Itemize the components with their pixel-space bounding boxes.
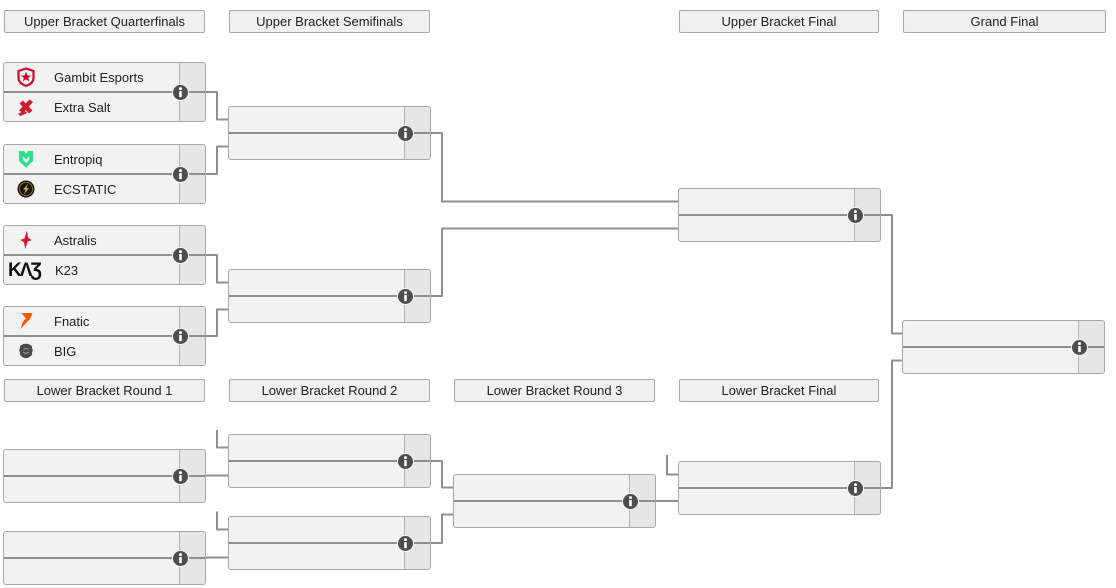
header-grand-final: Grand Final bbox=[903, 10, 1106, 33]
header-lower-bracket-final: Lower Bracket Final bbox=[679, 379, 879, 402]
match-ub-final bbox=[678, 188, 881, 242]
match-lb-r3 bbox=[453, 474, 656, 528]
fnatic-logo-icon bbox=[4, 307, 48, 335]
match-divider bbox=[229, 132, 430, 134]
team-slot-ecstatic: ECSTATIC bbox=[4, 175, 205, 203]
header-lower-bracket-round-3: Lower Bracket Round 3 bbox=[454, 379, 655, 402]
match-info-icon[interactable] bbox=[172, 468, 189, 485]
match-info-icon[interactable] bbox=[622, 493, 639, 510]
match-info-icon[interactable] bbox=[172, 84, 189, 101]
match-ub-sf1 bbox=[228, 106, 431, 160]
match-divider bbox=[903, 346, 1104, 348]
match-divider bbox=[4, 475, 205, 477]
match-info-icon[interactable] bbox=[172, 550, 189, 567]
team-slot-k23: KɅƷ K23 bbox=[4, 256, 205, 284]
match-divider bbox=[229, 295, 430, 297]
match-lb-r1-m1 bbox=[3, 449, 206, 503]
team-name: BIG bbox=[54, 343, 77, 359]
extra-salt-logo-icon bbox=[4, 93, 48, 121]
match-lb-r2-m1 bbox=[228, 434, 431, 488]
match-info-icon[interactable] bbox=[397, 288, 414, 305]
match-info-icon[interactable] bbox=[172, 166, 189, 183]
match-divider bbox=[229, 460, 430, 462]
match-info-icon[interactable] bbox=[397, 453, 414, 470]
team-name: Fnatic bbox=[54, 313, 90, 329]
match-divider bbox=[679, 487, 880, 489]
match-ub-sf2 bbox=[228, 269, 431, 323]
team-slot-fnatic: Fnatic bbox=[4, 307, 205, 335]
match-lb-r2-m2 bbox=[228, 516, 431, 570]
match-lb-r1-m2 bbox=[3, 531, 206, 585]
match-ub-qf1: Gambit Esports Extra Salt bbox=[3, 62, 206, 122]
entropiq-logo-icon bbox=[4, 145, 48, 173]
match-ub-qf2: Entropiq ECSTATIC bbox=[3, 144, 206, 204]
team-name: Entropiq bbox=[54, 151, 103, 167]
match-info-icon[interactable] bbox=[172, 328, 189, 345]
gambit-esports-logo-icon bbox=[4, 63, 48, 91]
match-ub-qf3: Astralis KɅƷ K23 bbox=[3, 225, 206, 285]
match-info-icon[interactable] bbox=[397, 535, 414, 552]
match-divider bbox=[4, 91, 205, 93]
match-info-icon[interactable] bbox=[847, 207, 864, 224]
team-slot-gambit-esports: Gambit Esports bbox=[4, 63, 205, 91]
match-info-icon[interactable] bbox=[172, 247, 189, 264]
match-info-icon[interactable] bbox=[397, 125, 414, 142]
score-cell bbox=[179, 256, 205, 284]
match-divider bbox=[4, 254, 205, 256]
match-divider bbox=[454, 500, 655, 502]
match-info-icon[interactable] bbox=[1071, 339, 1088, 356]
match-info-icon[interactable] bbox=[847, 480, 864, 497]
match-lb-final bbox=[678, 461, 881, 515]
match-divider bbox=[4, 557, 205, 559]
team-name: Astralis bbox=[54, 232, 97, 248]
match-divider bbox=[679, 214, 880, 216]
team-name: Extra Salt bbox=[54, 99, 111, 115]
k23-logo-icon: KɅƷ bbox=[8, 259, 42, 281]
header-upper-bracket-semifinals: Upper Bracket Semifinals bbox=[229, 10, 430, 33]
team-slot-extra-salt: Extra Salt bbox=[4, 93, 205, 121]
match-divider bbox=[4, 173, 205, 175]
match-ub-qf4: Fnatic BIG bbox=[3, 306, 206, 366]
team-name: ECSTATIC bbox=[54, 181, 117, 197]
big-logo-icon bbox=[4, 337, 48, 365]
team-name: K23 bbox=[55, 262, 79, 278]
match-grand-final bbox=[902, 320, 1105, 374]
header-upper-bracket-quarterfinals: Upper Bracket Quarterfinals bbox=[4, 10, 205, 33]
team-name: Gambit Esports bbox=[54, 69, 144, 85]
header-lower-bracket-round-2: Lower Bracket Round 2 bbox=[229, 379, 430, 402]
match-divider bbox=[229, 542, 430, 544]
astralis-logo-icon bbox=[4, 226, 48, 254]
ecstatic-logo-icon bbox=[4, 175, 48, 203]
header-upper-bracket-final: Upper Bracket Final bbox=[679, 10, 879, 33]
match-divider bbox=[4, 335, 205, 337]
header-lower-bracket-round-1: Lower Bracket Round 1 bbox=[4, 379, 205, 402]
